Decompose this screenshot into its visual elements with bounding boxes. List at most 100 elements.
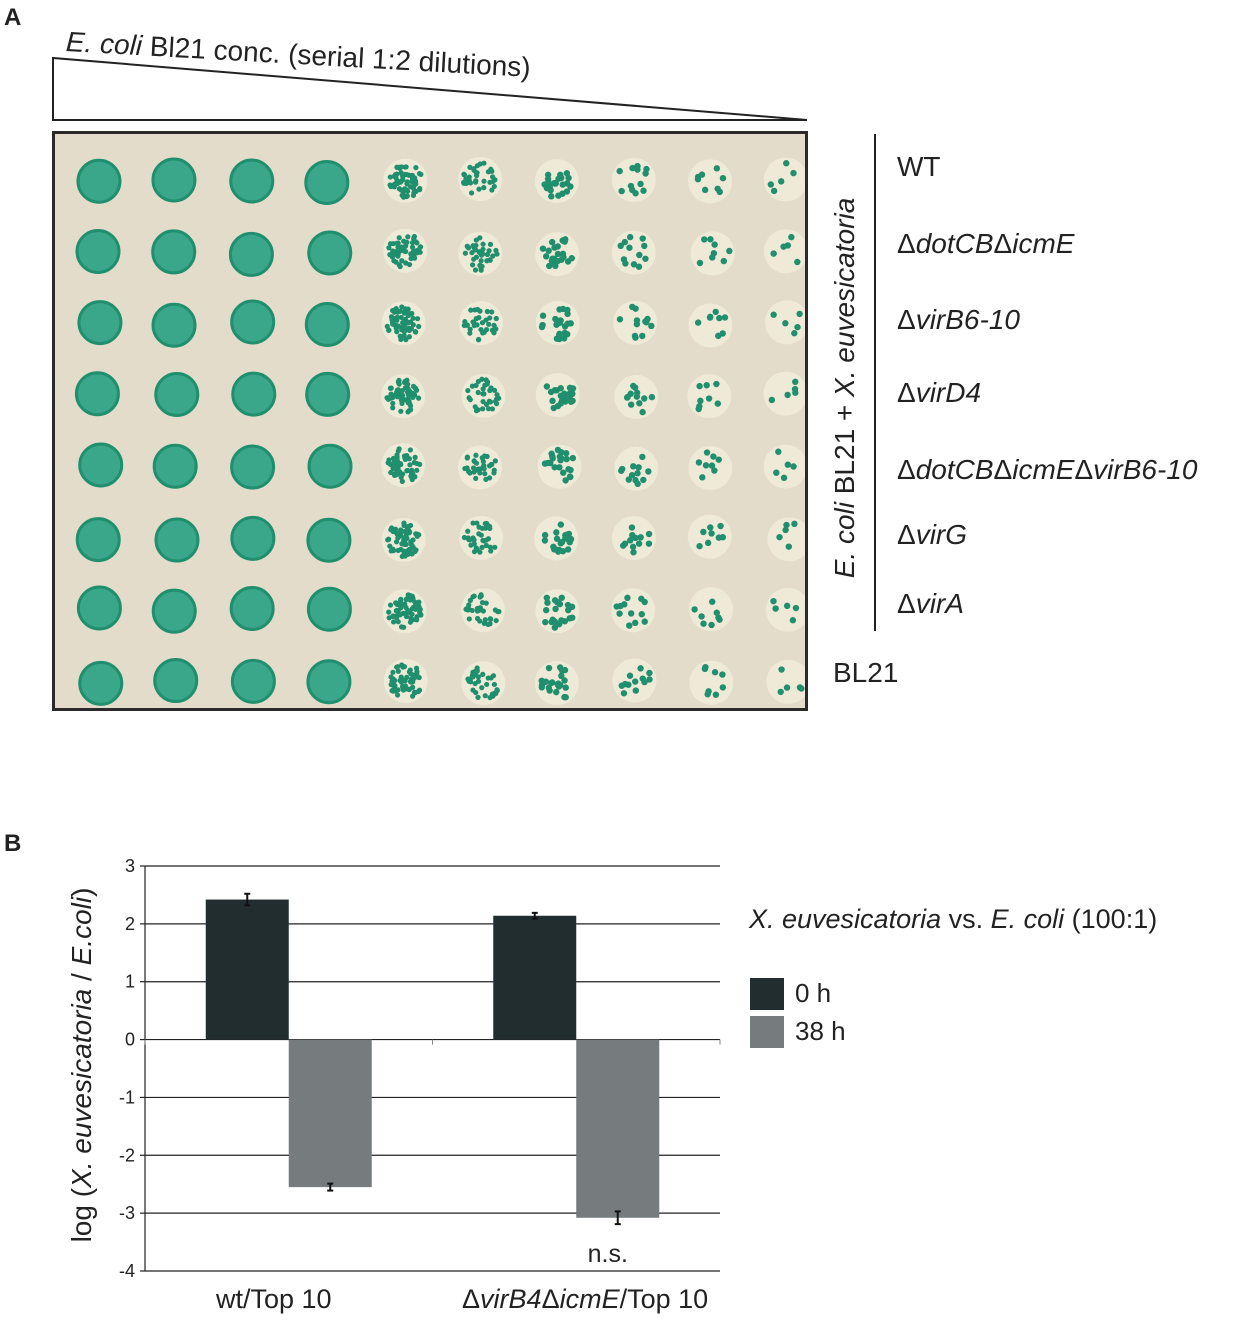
colony [477, 618, 483, 624]
control-label-bl21: BL21 [833, 657, 899, 688]
colony [480, 458, 486, 465]
colony-spot [230, 658, 276, 704]
colony [701, 186, 709, 194]
colony [711, 467, 718, 474]
colony [477, 262, 483, 268]
colony-spot [304, 301, 350, 347]
colony [550, 404, 557, 412]
colony [390, 619, 397, 625]
spot-rim [152, 443, 198, 489]
colony [401, 329, 407, 335]
colony [486, 321, 492, 327]
colony [488, 616, 494, 622]
colony [466, 176, 472, 182]
colony [491, 330, 497, 336]
colony [401, 238, 407, 244]
agar-plate [52, 131, 808, 711]
colony [565, 174, 572, 182]
colony [477, 549, 483, 555]
confluent-spot [78, 301, 121, 344]
colony [473, 178, 479, 184]
y-axis-label-suffix: ) [66, 887, 97, 897]
colony-spot [77, 300, 123, 346]
confluent-spot [79, 444, 122, 487]
colony [707, 236, 714, 243]
colony-spot [383, 228, 428, 273]
colony [567, 398, 575, 405]
colony [406, 334, 412, 340]
colony [554, 250, 562, 258]
colony [414, 240, 420, 246]
colony [395, 309, 401, 315]
colony [396, 235, 402, 241]
colony [796, 684, 804, 691]
colony [780, 474, 788, 482]
colony [410, 617, 416, 623]
colony [407, 403, 414, 409]
y-tick-label: 3 [125, 856, 135, 876]
legend-title-mid: vs. [941, 904, 991, 934]
colony [557, 317, 564, 324]
colony [785, 543, 792, 550]
colony [538, 323, 546, 331]
colony [401, 453, 408, 459]
colony [559, 181, 566, 188]
colony [713, 609, 721, 616]
colony-spot [381, 443, 426, 488]
colony [560, 335, 568, 342]
colony [551, 179, 558, 187]
colony [783, 521, 790, 529]
colony [479, 685, 485, 691]
colony [406, 261, 413, 268]
colony [562, 477, 569, 484]
colony [567, 473, 574, 481]
side-label-ecoli: E. coli [829, 502, 860, 579]
colony [389, 254, 395, 260]
colony [561, 238, 568, 245]
colony [490, 174, 496, 180]
colony [487, 179, 493, 185]
colony [715, 456, 722, 463]
colony [394, 394, 401, 400]
colony [694, 319, 702, 326]
colony [708, 530, 715, 537]
confluent-spot [306, 303, 349, 346]
colony [705, 395, 713, 402]
colony [466, 536, 472, 543]
colony [770, 597, 777, 605]
colony [491, 470, 497, 476]
confluent-spot [306, 373, 349, 416]
confluent-spot [76, 372, 119, 415]
spot-rim [230, 515, 276, 561]
colony [638, 595, 645, 602]
colony [461, 179, 467, 186]
y-tick-label: -4 [119, 1261, 135, 1281]
colony [472, 668, 478, 674]
colony [399, 392, 406, 399]
colony [468, 190, 475, 196]
colony-spot [613, 300, 658, 345]
colony [541, 181, 548, 188]
spot-rim [76, 585, 122, 631]
colony [627, 401, 635, 408]
colony [467, 330, 473, 336]
delta-symbol: Δ [897, 377, 916, 408]
colony-spot [78, 442, 124, 488]
colony [775, 448, 782, 455]
strain-name: virB6-10 [1093, 454, 1198, 485]
colony [568, 603, 576, 611]
strain-label-virg: ΔvirG [897, 519, 967, 551]
colony [551, 546, 558, 553]
colony [629, 164, 636, 172]
colony [470, 535, 476, 541]
colony [712, 308, 719, 316]
colony [398, 602, 404, 609]
colony [397, 460, 404, 467]
colony [480, 671, 486, 677]
legend-swatch-0h [750, 978, 784, 1010]
spot-rim [229, 585, 275, 631]
colony [707, 524, 714, 531]
colony-spot [306, 659, 352, 705]
legend-swatch-38h [750, 1016, 784, 1048]
